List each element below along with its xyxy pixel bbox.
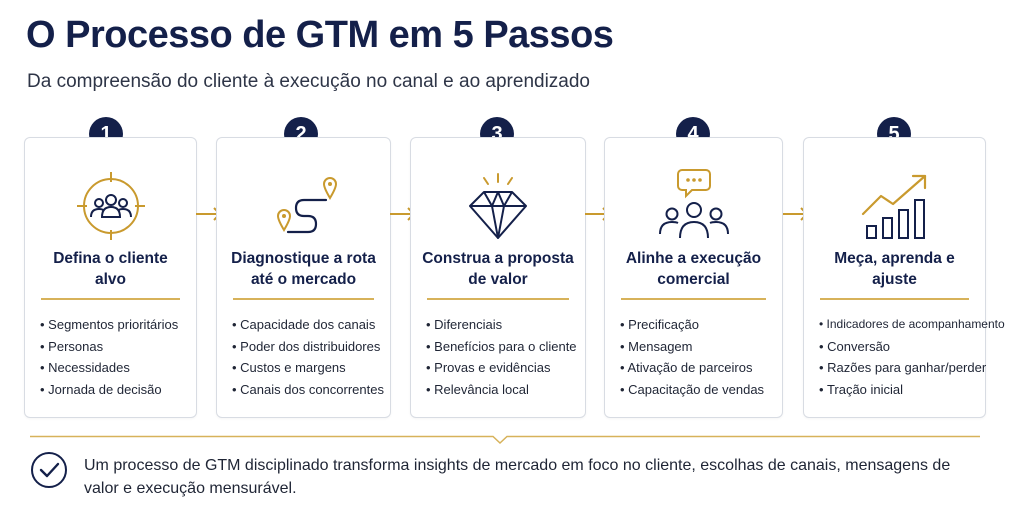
list-item: Razões para ganhar/perder xyxy=(819,357,986,379)
list-item: Poder dos distribuidores xyxy=(232,336,384,358)
step-5-list: Indicadores de acompanhamento Conversão … xyxy=(819,314,1005,401)
step-1-divider xyxy=(41,298,180,300)
page-subtitle: Da compreensão do cliente à execução no … xyxy=(27,71,590,92)
list-item: Relevância local xyxy=(426,379,579,401)
summary-text: Um processo de GTM disciplinado transfor… xyxy=(84,457,951,497)
list-item: Benefícios para o cliente xyxy=(426,336,579,358)
list-item: Diferenciais xyxy=(426,314,579,336)
growth-chart-icon xyxy=(861,174,926,239)
step-3-list: Diferenciais Benefícios para o cliente P… xyxy=(426,314,579,400)
route-pins-icon xyxy=(276,177,337,234)
list-item: Personas xyxy=(40,336,190,358)
list-item: Jornada de decisão xyxy=(40,379,190,401)
list-item: Capacidade dos canais xyxy=(232,314,384,336)
step-3-divider xyxy=(427,298,569,300)
list-item: Precificação xyxy=(620,314,776,336)
list-item: Conversão xyxy=(819,336,979,358)
page-title: O Processo de GTM em 5 Passos xyxy=(26,14,614,56)
list-item: Ativação de parceiros xyxy=(620,357,776,379)
list-item: Canais dos concorrentes xyxy=(232,379,384,401)
list-item: Mensagem xyxy=(620,336,776,358)
list-item: Provas e evidências xyxy=(426,357,579,379)
team-chat-icon xyxy=(658,169,729,239)
step-2-list: Capacidade dos canais Poder dos distribu… xyxy=(232,314,384,400)
list-item: Segmentos prioritários xyxy=(40,314,190,336)
list-item: Necessidades xyxy=(40,357,190,379)
step-2-divider xyxy=(233,298,374,300)
step-4-divider xyxy=(621,298,766,300)
diamond-icon xyxy=(469,173,527,239)
list-item: Custos e margens xyxy=(232,357,384,379)
list-item: Tração inicial xyxy=(819,379,979,401)
step-4-list: Precificação Mensagem Ativação de parcei… xyxy=(620,314,776,400)
bottom-divider xyxy=(30,435,980,445)
check-circle-icon xyxy=(31,452,67,488)
target-group-icon xyxy=(76,172,145,240)
list-item: Indicadores de acompanhamento xyxy=(819,314,1005,336)
list-item: Capacitação de vendas xyxy=(620,379,776,401)
step-1-list: Segmentos prioritários Personas Necessid… xyxy=(40,314,190,400)
step-5-divider xyxy=(820,298,969,300)
